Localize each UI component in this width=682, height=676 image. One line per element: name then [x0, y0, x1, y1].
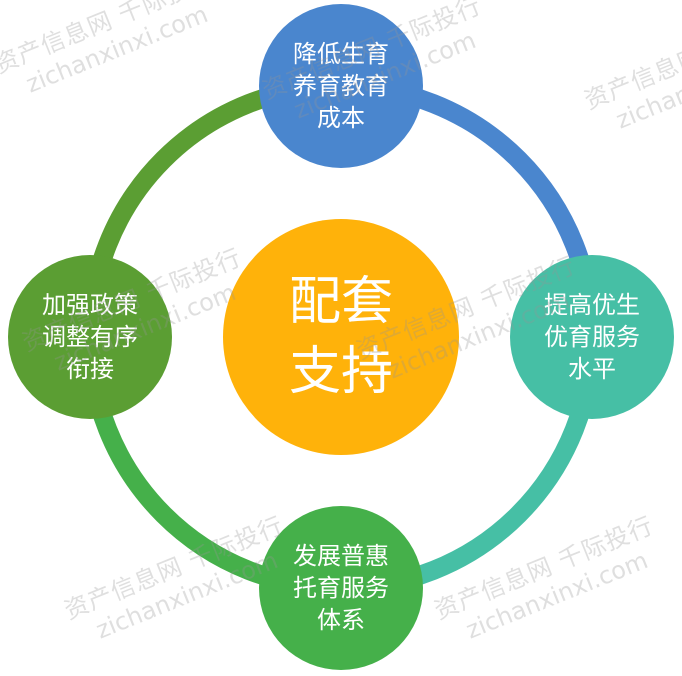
node-left: 加强政策 调整有序 衔接 — [8, 255, 172, 419]
node-bottom-line-3: 体系 — [317, 606, 365, 634]
node-top: 降低生育 养育教育 成本 — [259, 4, 423, 168]
node-bottom: 发展普惠 托育服务 体系 — [259, 506, 423, 670]
node-top-line-2: 养育教育 — [293, 72, 389, 100]
node-right-line-3: 水平 — [568, 355, 616, 383]
center-label-line-1: 配套 — [289, 272, 393, 332]
center-label-line-2: 支持 — [289, 342, 393, 402]
node-bottom-circle — [259, 506, 423, 670]
node-left-line-1: 加强政策 — [42, 291, 138, 319]
node-right-line-2: 优育服务 — [544, 323, 640, 351]
center-circle — [223, 219, 459, 455]
node-right: 提高优生 优育服务 水平 — [510, 255, 674, 419]
node-left-line-3: 衔接 — [66, 355, 114, 383]
node-bottom-line-1: 发展普惠 — [293, 542, 389, 570]
node-left-line-2: 调整有序 — [42, 323, 138, 351]
node-top-circle — [259, 4, 423, 168]
node-bottom-line-2: 托育服务 — [293, 574, 389, 602]
node-left-circle — [8, 255, 172, 419]
node-right-line-1: 提高优生 — [544, 291, 640, 319]
node-right-circle — [510, 255, 674, 419]
node-top-line-3: 成本 — [317, 104, 365, 132]
center-node: 配套 支持 — [223, 219, 459, 455]
node-top-line-1: 降低生育 — [293, 40, 389, 68]
